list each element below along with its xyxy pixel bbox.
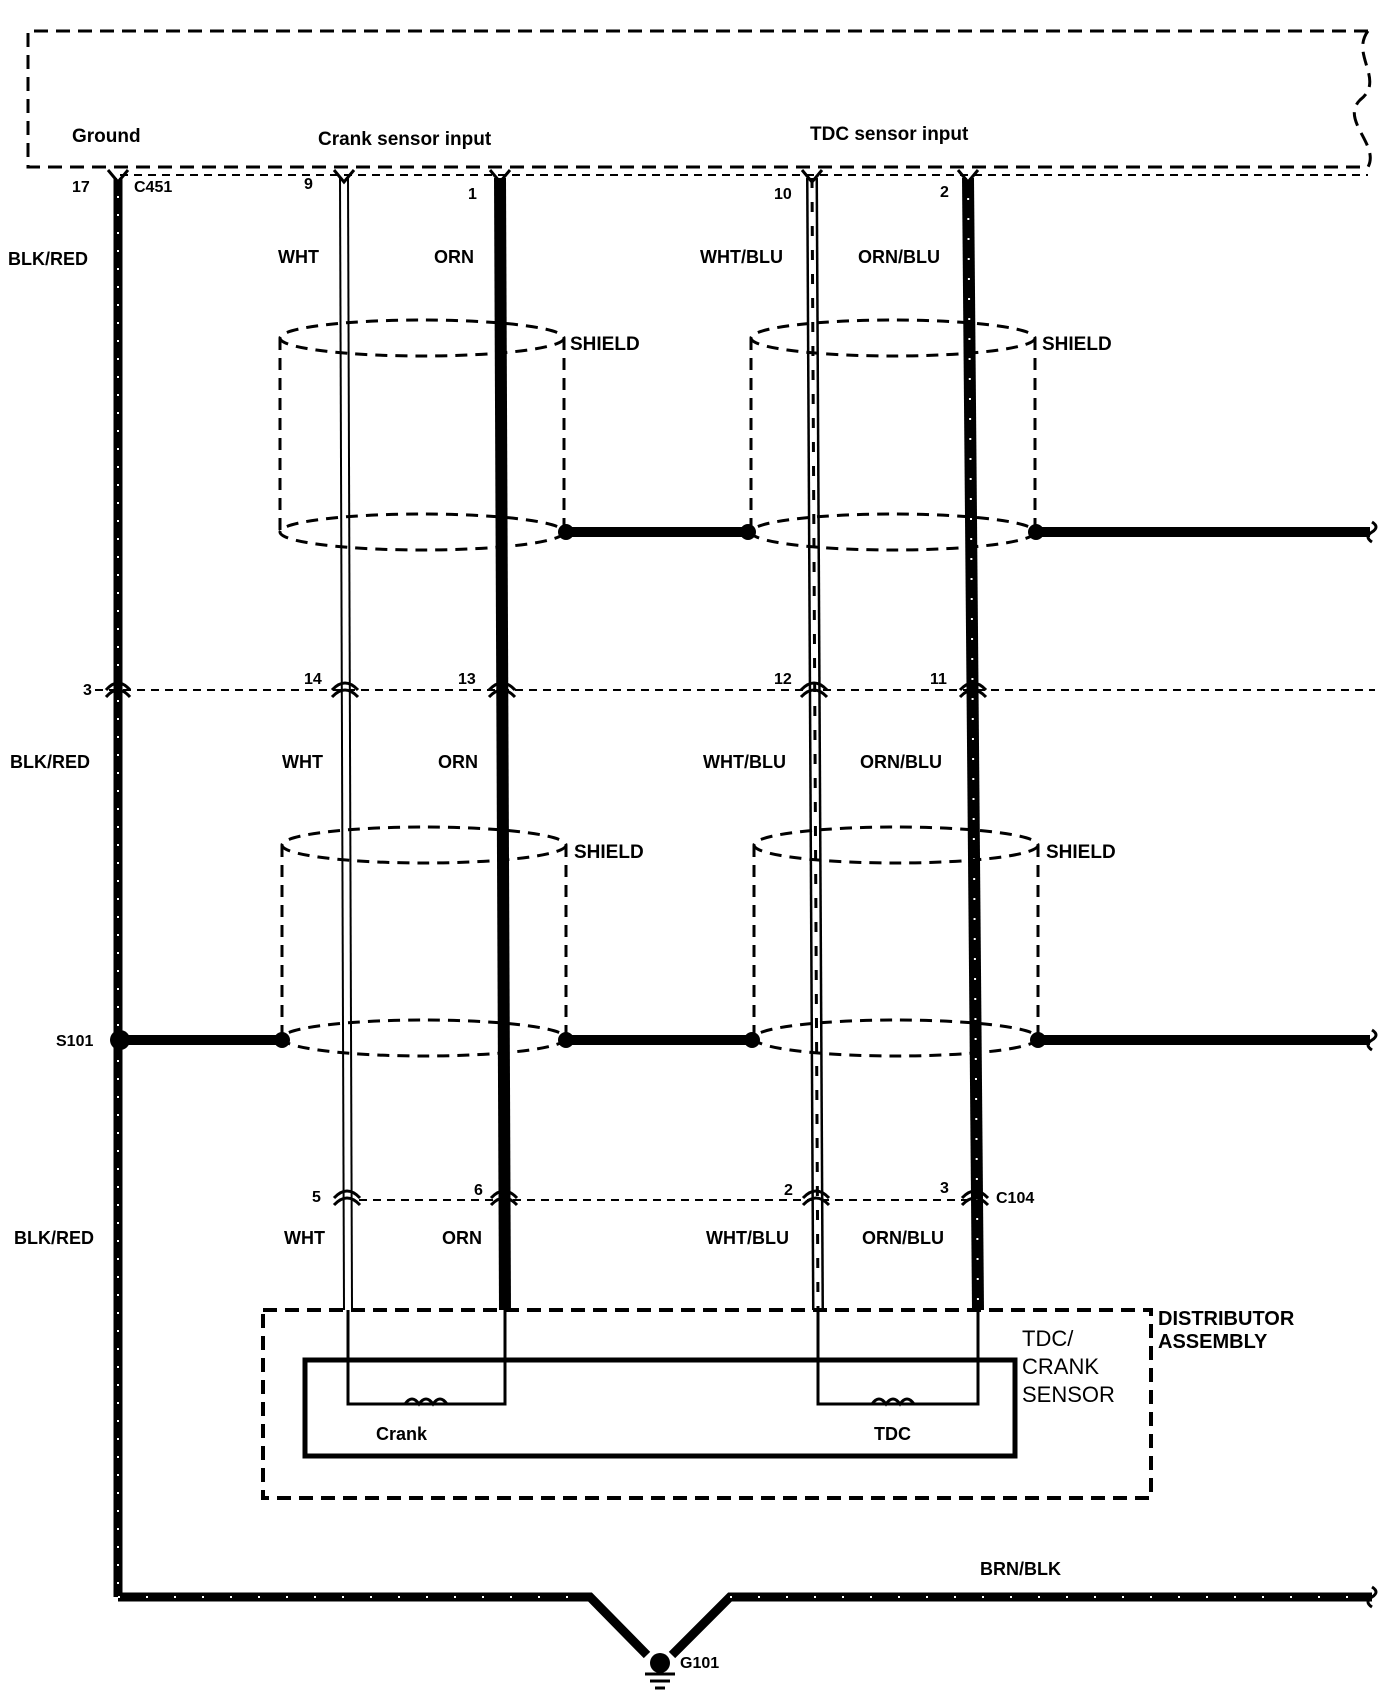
shield-label-3: SHIELD bbox=[574, 842, 644, 863]
wire-label-ornblu-1: ORN/BLU bbox=[858, 247, 940, 267]
shield-lower-crank bbox=[280, 825, 568, 1058]
wire-tdc-whtblu-stripe bbox=[810, 177, 820, 1311]
wire-break-marks bbox=[1366, 520, 1378, 1609]
pin-3b: 3 bbox=[940, 1180, 949, 1197]
shield-label-2: SHIELD bbox=[1042, 334, 1112, 355]
crank-coil-loop bbox=[346, 1310, 507, 1406]
wire-crank-wht-fill bbox=[341, 177, 351, 1311]
wire-label-ornblu-3: ORN/BLU bbox=[862, 1228, 944, 1248]
distributor-label-1: DISTRIBUTOR bbox=[1158, 1308, 1295, 1330]
ground-symbol-icon bbox=[645, 1653, 675, 1690]
ground-point-g101: G101 bbox=[680, 1655, 719, 1672]
distributor-assembly-box bbox=[261, 1308, 1153, 1500]
shield-label-1: SHIELD bbox=[570, 334, 640, 355]
pin-10: 10 bbox=[774, 186, 792, 203]
wire-label-orn-2: ORN bbox=[438, 752, 478, 772]
tdc-coil bbox=[870, 1397, 916, 1407]
wire-label-orn-3: ORN bbox=[442, 1228, 482, 1248]
sensor-label-2: CRANK bbox=[1022, 1354, 1099, 1379]
distributor-label-2: ASSEMBLY bbox=[1158, 1331, 1268, 1353]
wire-label-whtblu-2: WHT/BLU bbox=[703, 752, 786, 772]
wire-label-ground-bus: BRN/BLK bbox=[980, 1559, 1061, 1579]
crank-input-label: Crank sensor input bbox=[318, 129, 492, 150]
ecm-break bbox=[1352, 30, 1372, 168]
shield-upper-tdc bbox=[749, 318, 1037, 552]
wire-tdc-ornblu bbox=[962, 177, 984, 1311]
connector-c451: C451 bbox=[134, 179, 172, 196]
tdc-input-label: TDC sensor input bbox=[810, 124, 969, 145]
wire-crank-orn bbox=[494, 177, 511, 1311]
splice-s101: S101 bbox=[56, 1033, 93, 1050]
wire-label-orn-1: ORN bbox=[434, 247, 474, 267]
wire-label-ground-1: BLK/RED bbox=[8, 249, 88, 269]
wire-label-ornblu-2: ORN/BLU bbox=[860, 752, 942, 772]
sensor-label-3: SENSOR bbox=[1022, 1382, 1115, 1407]
crank-coil bbox=[403, 1397, 449, 1407]
wire-label-wht-1: WHT bbox=[278, 247, 319, 267]
ground-label: Ground bbox=[72, 126, 141, 147]
pin-14: 14 bbox=[304, 671, 322, 688]
tdc-crank-sensor-box bbox=[302, 1357, 1018, 1459]
coil-label-tdc: TDC bbox=[874, 1424, 911, 1444]
tdc-coil-loop bbox=[816, 1310, 980, 1406]
connector-c104: C104 bbox=[996, 1190, 1034, 1207]
wire-label-wht-2: WHT bbox=[282, 752, 323, 772]
wire-label-ground-3: BLK/RED bbox=[14, 1228, 94, 1248]
pin-12: 12 bbox=[774, 671, 792, 688]
sensor-label-1: TDC/ bbox=[1022, 1326, 1074, 1351]
pin-11: 11 bbox=[930, 671, 947, 688]
pin-5: 5 bbox=[312, 1189, 321, 1206]
pin-3: 3 bbox=[83, 682, 92, 699]
shield-lower-tdc bbox=[752, 825, 1040, 1058]
wire-label-whtblu-1: WHT/BLU bbox=[700, 247, 783, 267]
shield-drain-wires bbox=[124, 527, 1370, 1045]
shield-label-4: SHIELD bbox=[1046, 842, 1116, 863]
wire-label-whtblu-3: WHT/BLU bbox=[706, 1228, 789, 1248]
pin-2: 2 bbox=[940, 184, 949, 201]
pin-17: 17 bbox=[72, 179, 90, 196]
pin-6: 6 bbox=[474, 1182, 483, 1199]
ecm-box bbox=[26, 29, 1368, 169]
pin-9: 9 bbox=[304, 176, 313, 193]
pin-2b: 2 bbox=[784, 1182, 793, 1199]
splice-dots bbox=[110, 524, 1046, 1050]
wire-ground-bus bbox=[118, 1592, 1372, 1659]
wire-label-ground-2: BLK/RED bbox=[10, 752, 90, 772]
coil-label-crank: Crank bbox=[376, 1424, 428, 1444]
pin-marks bbox=[104, 169, 990, 1207]
shield-upper-crank bbox=[278, 318, 566, 552]
pin-1: 1 bbox=[468, 186, 477, 203]
wire-label-wht-3: WHT bbox=[284, 1228, 325, 1248]
pin-13: 13 bbox=[458, 671, 476, 688]
